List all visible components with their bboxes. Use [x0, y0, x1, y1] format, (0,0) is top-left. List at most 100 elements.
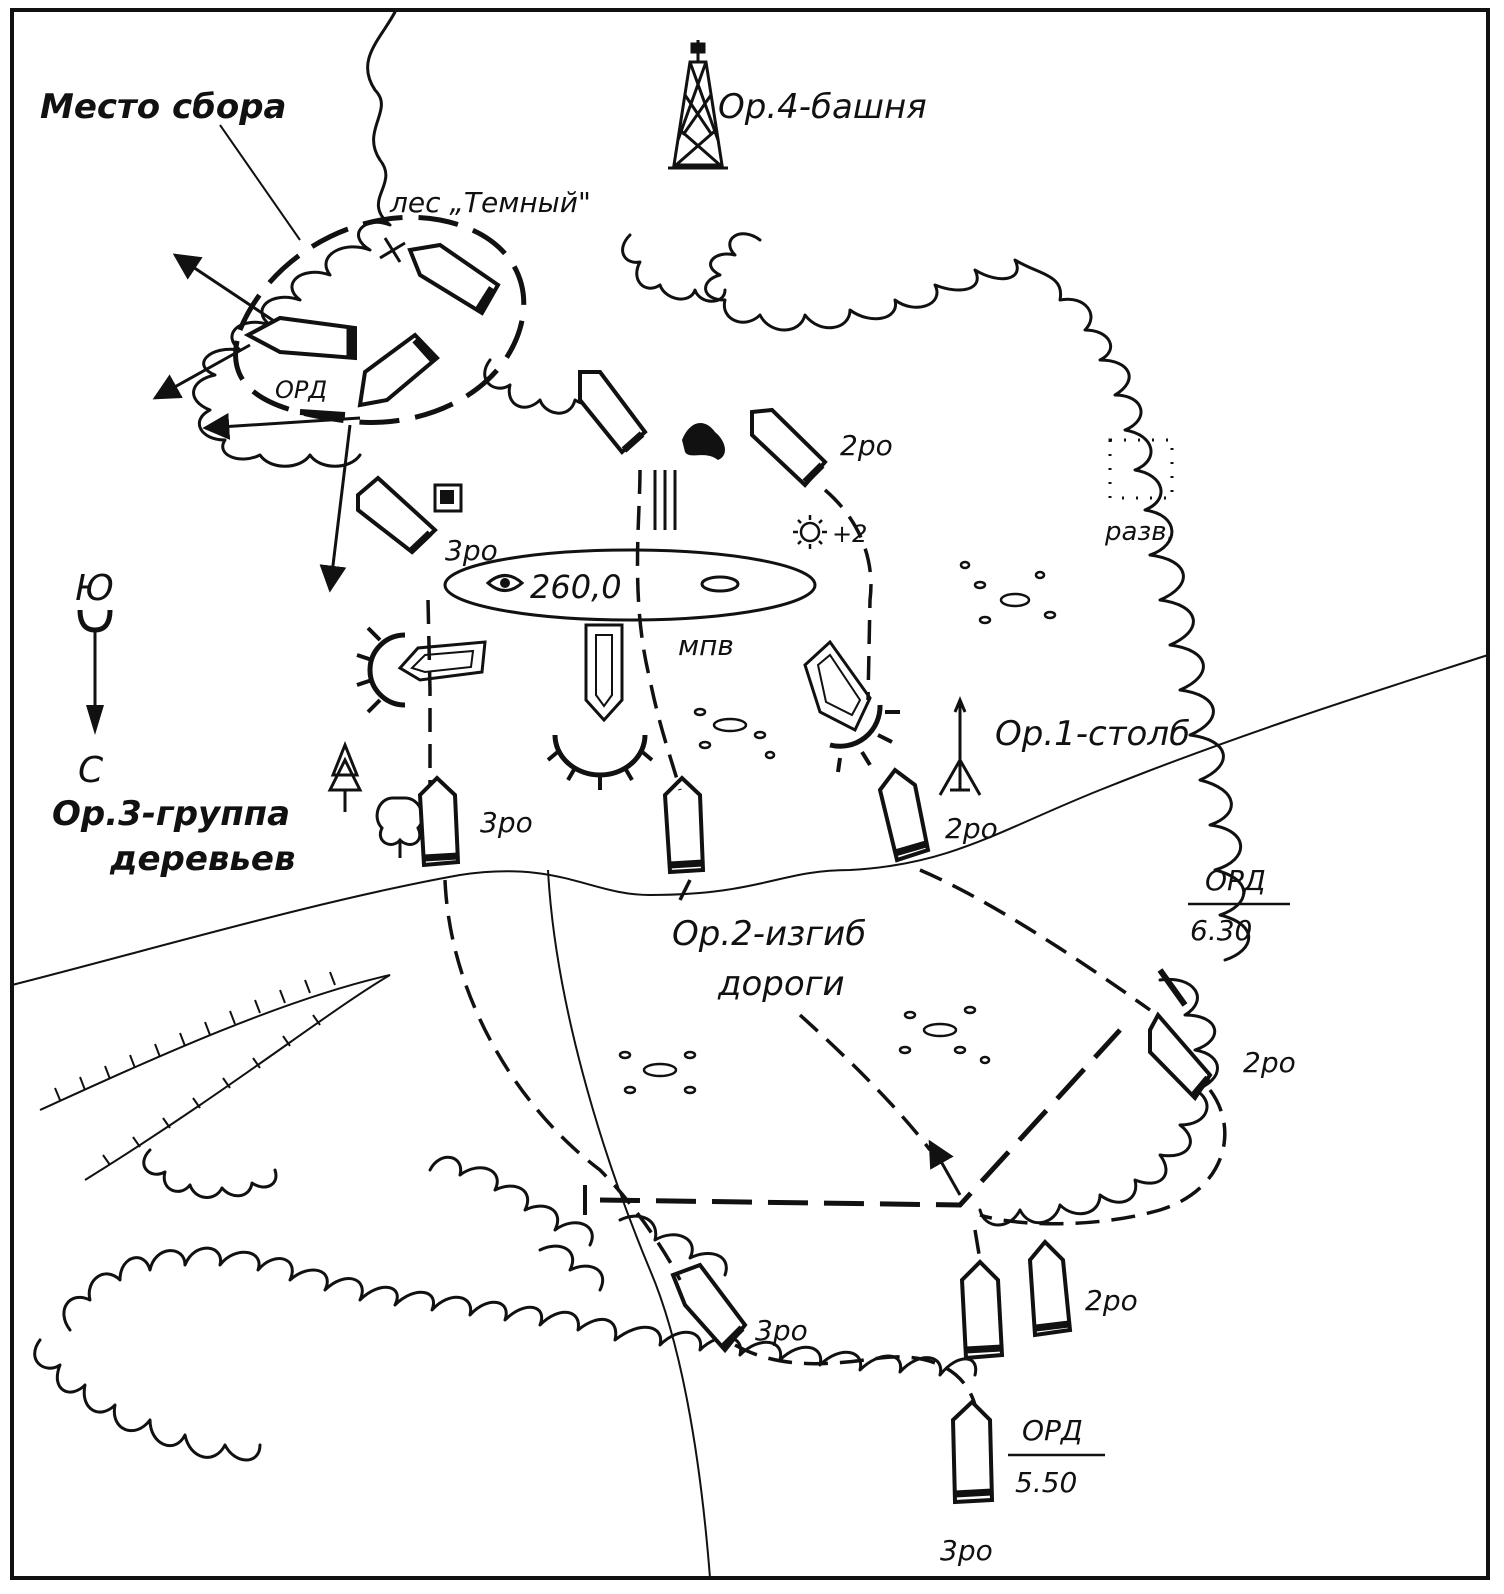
unit-3ro-road	[417, 775, 461, 868]
arrow-southwest	[152, 343, 251, 400]
ref1-label: Ор.1-столб	[995, 714, 1190, 754]
ref3-label-line2: деревьев	[109, 839, 296, 879]
compass-arrow-icon	[77, 609, 113, 735]
route-south-connect	[734, 1343, 977, 1406]
pole-icon	[938, 696, 982, 796]
unit-2ro-south-2	[1027, 1239, 1073, 1338]
shrub-cluster-3	[898, 1005, 991, 1065]
forest-edge-lower-2	[428, 1155, 728, 1292]
enemy-position-right-inner	[816, 653, 862, 717]
unit-south-1-base	[965, 1344, 1003, 1354]
unit-middle-road	[662, 775, 706, 875]
compass-north-label: С	[78, 750, 104, 791]
ref4-label: Ор.4-башня	[718, 87, 927, 127]
unit-assembly-1	[243, 315, 357, 361]
hill-spot-icon	[700, 575, 740, 593]
route-diag-arrow	[928, 1139, 962, 1196]
company-label-3ro-ord: 3ро	[940, 1534, 993, 1567]
plus2-label: +2	[832, 520, 867, 548]
forest-patch-left-lower	[142, 1148, 278, 1199]
enemy-position-left-inner	[410, 649, 475, 674]
ravine	[39, 974, 391, 1181]
forest-edge-upper-right	[704, 232, 1174, 557]
ref3-label-line1: Ор.3-группа	[52, 794, 290, 834]
assembly-pointer-line	[219, 124, 301, 241]
assembly-area-outline	[233, 214, 527, 425]
forest-edge-right-lower	[978, 977, 1219, 1227]
unit-assembly-cross-icon	[379, 237, 406, 263]
unit-2ro-road-base	[894, 840, 927, 857]
unit-assembly-3	[407, 242, 501, 316]
bridge-icon	[653, 470, 677, 530]
hill-height-label: 260,0	[530, 568, 622, 606]
mpv-label: мпв	[678, 629, 734, 662]
arrow-south	[319, 424, 352, 593]
ord-1-tick	[1157, 968, 1188, 1007]
ref2-label-line2: дороги	[717, 964, 845, 1004]
route-2ro-east	[919, 868, 1152, 1012]
ord-2-bottom-label: 5.50	[1015, 1466, 1077, 1499]
company-label-2ro-road: 2ро	[945, 812, 998, 845]
route-south-approach	[973, 1229, 982, 1261]
shrub-cluster-1	[959, 560, 1057, 625]
ravine-hatching	[54, 971, 336, 1166]
company-label-2ro-east: 2ро	[1243, 1046, 1296, 1079]
shrub-cluster-2	[693, 707, 776, 760]
trench-middle	[546, 734, 654, 790]
unit-3ro-north-1-base	[407, 530, 433, 555]
ref2-label-line1: Ор.2-изгиб	[672, 914, 866, 954]
map-frame	[10, 8, 1490, 1580]
company-label-2ro-south: 2ро	[1085, 1284, 1138, 1317]
unit-2ro-south-2-base	[1035, 1320, 1070, 1332]
route-middle-lower	[678, 879, 692, 901]
trench-left	[356, 626, 406, 714]
unit-assembly-2	[357, 332, 440, 408]
arrow-west	[202, 412, 361, 440]
unit-3ro-road-base	[423, 852, 459, 862]
route-middle	[635, 469, 682, 791]
tower-icon	[668, 40, 728, 170]
unit-middle-road-base	[669, 859, 704, 869]
route-east-loop	[979, 1088, 1227, 1226]
enemy-mark-icon	[682, 422, 726, 460]
enemy-position-right	[803, 639, 872, 733]
unit-assembly-2-base	[412, 337, 436, 363]
reconnaissance-area	[1108, 438, 1174, 500]
shrub-cluster-4	[618, 1050, 697, 1095]
route-3ro-west-lower	[443, 879, 682, 1281]
company-label-3ro-north: 3ро	[445, 534, 498, 567]
observation-eye-icon	[485, 574, 525, 592]
ord-top-tick	[299, 409, 346, 418]
unit-3ro-south-ord-base	[954, 1488, 993, 1498]
ord-2-top-label: ОРД	[1022, 1414, 1083, 1447]
forest-inner-edge-top	[621, 233, 727, 303]
company-label-2ro-north: 2ро	[840, 429, 893, 462]
hill-260	[443, 548, 817, 622]
ord-1-bottom-label: 6.30	[1190, 914, 1252, 947]
tree-group-icon	[327, 740, 424, 858]
route-3ro-west	[426, 599, 432, 785]
road-main	[11, 654, 1489, 986]
ord-1-top-label: ОРД	[1205, 864, 1266, 897]
ord-top-label: ОРД	[275, 376, 327, 404]
unit-2ro-east-base	[1190, 1075, 1211, 1099]
unit-3ro-south-ord	[950, 1399, 995, 1505]
road-branch-south	[547, 869, 711, 1579]
unit-3ro-south-1-base	[719, 1325, 745, 1351]
unit-2ro-north-2-base	[802, 462, 825, 485]
compass-south-label: Ю	[75, 568, 114, 609]
unit-south-1	[959, 1259, 1005, 1361]
building-fill	[440, 490, 454, 504]
trench-right	[829, 704, 900, 773]
razv-label: разв.	[1104, 517, 1175, 547]
assembly-point-label: Место сбора	[40, 87, 286, 127]
route-2ro-north	[823, 488, 873, 701]
sun-symbol-icon	[793, 515, 827, 549]
forest-name-label: лес „Темный"	[389, 186, 591, 219]
company-label-3ro-road: 3ро	[480, 806, 533, 839]
unit-2ro-north-1-base	[621, 431, 645, 453]
unit-assembly-3-base	[475, 286, 495, 312]
route-south-line	[599, 1028, 1122, 1208]
arrow-northwest	[172, 253, 281, 327]
